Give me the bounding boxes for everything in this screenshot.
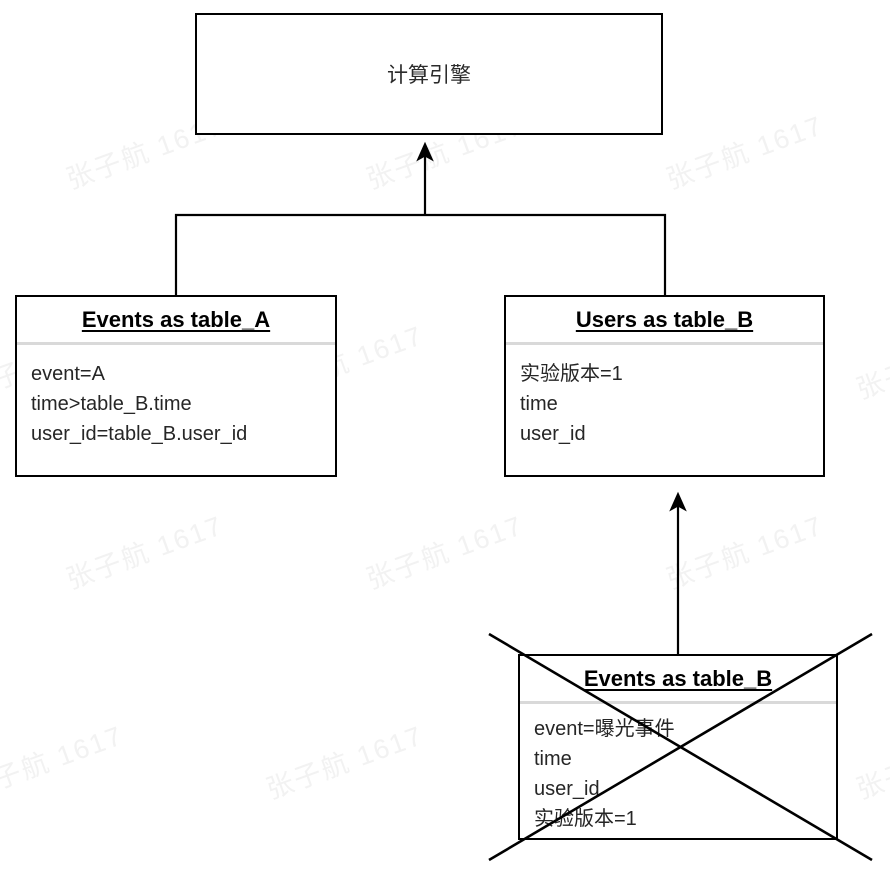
table-b-events-header: Events as table_B — [520, 656, 836, 704]
node-compute-engine-label: 计算引擎 — [387, 64, 471, 87]
table-a-body: event=A time>table_B.time user_id=table_… — [17, 345, 335, 475]
table-b-events-body: event=曝光事件 time user_id 实验版本=1 — [520, 704, 836, 838]
table-row: time>table_B.time — [31, 393, 192, 415]
connector-tables-to-engine — [174, 141, 667, 295]
table-row: user_id — [534, 778, 600, 800]
node-table-b-events[interactable]: Events as table_B event=曝光事件 time user_i… — [518, 654, 838, 840]
watermark-text: 张子航 1617 — [662, 110, 828, 195]
table-row: time — [534, 748, 572, 770]
table-row: user_id — [520, 423, 586, 445]
watermark-text: 张子航 1617 — [362, 510, 528, 595]
table-b-users-header: Users as table_B — [506, 297, 823, 345]
table-row: event=A — [31, 363, 105, 385]
table-row: time — [520, 393, 558, 415]
watermark-text: 张子航 1617 — [852, 320, 890, 405]
node-table-b-users[interactable]: Users as table_B 实验版本=1 time user_id — [504, 295, 825, 477]
table-b-events-header-label: Events as table_B — [583, 665, 773, 691]
table-row: event=曝光事件 — [534, 718, 675, 740]
table-b-users-body: 实验版本=1 time user_id — [506, 345, 823, 475]
table-b-users-header-label: Users as table_B — [575, 306, 754, 332]
table-row: 实验版本=1 — [520, 363, 623, 385]
watermark-text: 张子航 1617 — [0, 720, 128, 805]
table-a-header-label: Events as table_A — [81, 306, 271, 332]
watermark-text: 张子航 1617 — [262, 720, 428, 805]
table-row: user_id=table_B.user_id — [31, 423, 248, 445]
table-row: 实验版本=1 — [534, 808, 637, 830]
table-a-header: Events as table_A — [17, 297, 335, 345]
watermark-text: 张子航 1617 — [662, 510, 828, 595]
node-table-a[interactable]: Events as table_A event=A time>table_B.t… — [15, 295, 337, 477]
watermark-text: 张子航 1617 — [62, 510, 228, 595]
watermark-text: 张子航 1617 — [852, 720, 890, 805]
node-compute-engine[interactable]: 计算引擎 — [195, 13, 663, 135]
